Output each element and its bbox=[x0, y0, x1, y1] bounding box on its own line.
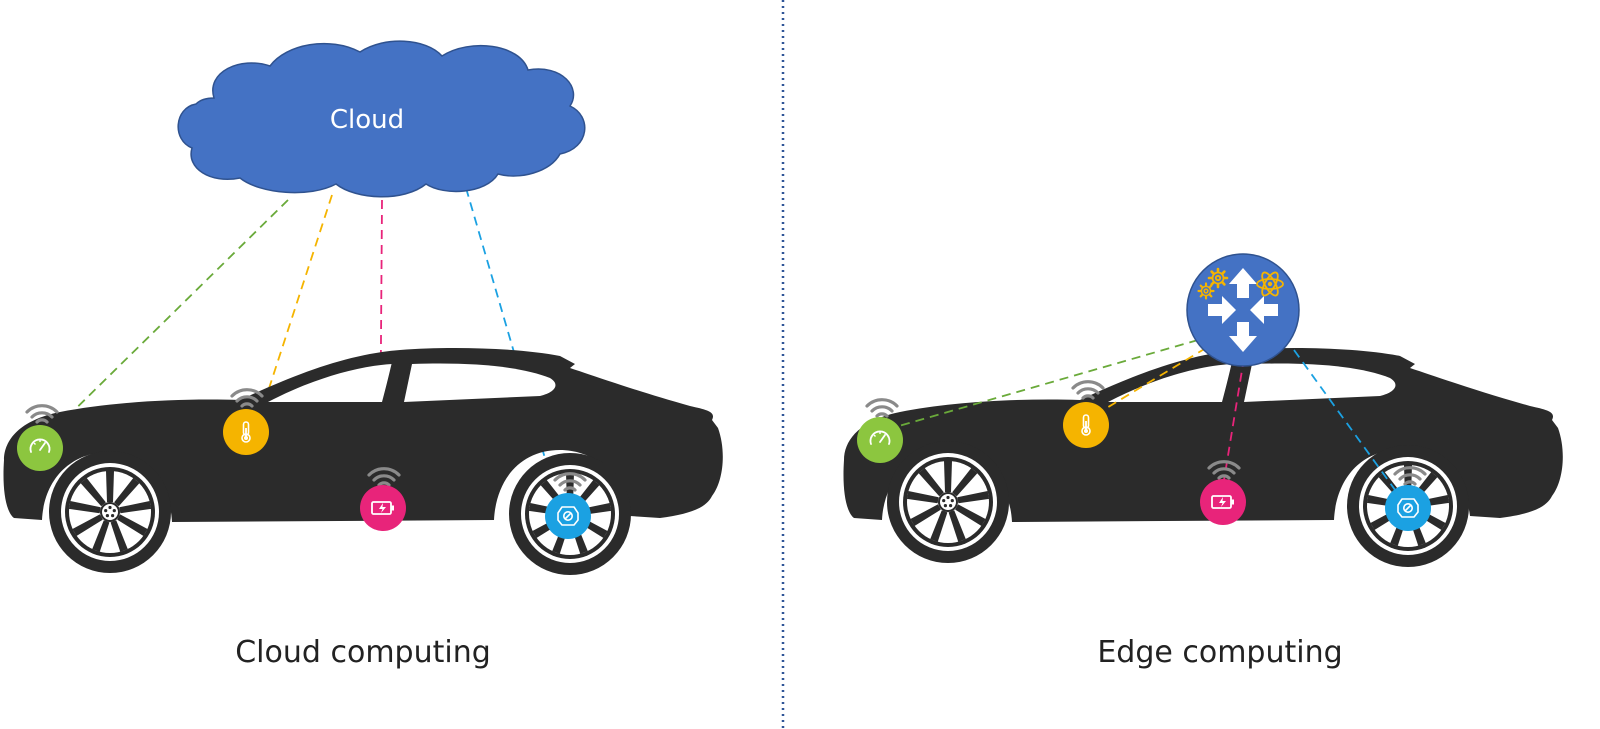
wifi-icon bbox=[865, 398, 899, 418]
sensor-battery bbox=[1200, 460, 1246, 525]
sensor-tire bbox=[1385, 466, 1431, 531]
front-wheel bbox=[886, 440, 1010, 564]
link-battery bbox=[1223, 357, 1245, 481]
edge-computing-panel: Edge computing bbox=[843, 253, 1563, 670]
cloud-shape: Cloud bbox=[177, 40, 586, 198]
panel-title-cloud: Cloud computing bbox=[235, 635, 491, 670]
link-speedometer bbox=[891, 339, 1199, 429]
sensor-speedometer bbox=[17, 404, 63, 471]
front-wheel bbox=[48, 450, 172, 574]
edge-links bbox=[891, 339, 1399, 495]
link-speedometer bbox=[51, 199, 289, 433]
cloud-label: Cloud bbox=[330, 105, 404, 135]
sensor-speedometer bbox=[857, 398, 903, 463]
router-arrows-icon bbox=[1208, 268, 1278, 352]
panel-title-edge: Edge computing bbox=[1097, 635, 1342, 670]
sensor-tire bbox=[545, 472, 591, 539]
atom-icon bbox=[1256, 271, 1284, 297]
link-tire bbox=[465, 187, 557, 497]
sensor-battery bbox=[360, 467, 406, 531]
car-left bbox=[3, 348, 723, 576]
edge-router bbox=[1186, 253, 1300, 367]
sensor-thermometer bbox=[1063, 380, 1109, 448]
link-thermometer bbox=[259, 194, 333, 417]
cloud-computing-panel: Cloud Cloud computing bbox=[3, 40, 723, 670]
sensor-thermometer bbox=[223, 388, 269, 455]
link-thermometer bbox=[1099, 347, 1207, 413]
car-right bbox=[843, 348, 1563, 568]
